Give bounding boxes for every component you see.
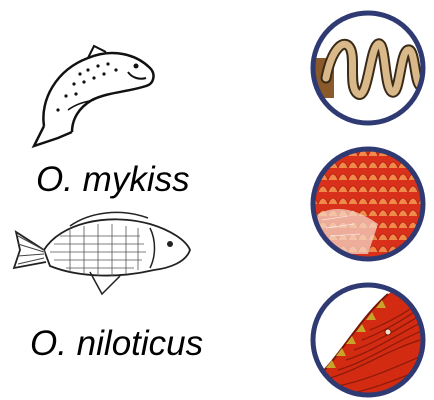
tissue-circle-gill bbox=[308, 280, 428, 400]
tissue-circle-intestine bbox=[308, 8, 428, 128]
gill-icon bbox=[308, 280, 428, 400]
intestine-icon bbox=[308, 8, 428, 128]
trout-drawing bbox=[28, 40, 160, 150]
tilapia-icon bbox=[10, 206, 196, 298]
species-label-mykiss: O. mykiss bbox=[36, 162, 190, 197]
trout-icon bbox=[28, 40, 160, 150]
tilapia-drawing bbox=[10, 206, 196, 298]
skin-scales-icon bbox=[308, 144, 428, 264]
tissue-circle-scales bbox=[308, 144, 428, 264]
species-label-niloticus: O. niloticus bbox=[30, 326, 203, 361]
